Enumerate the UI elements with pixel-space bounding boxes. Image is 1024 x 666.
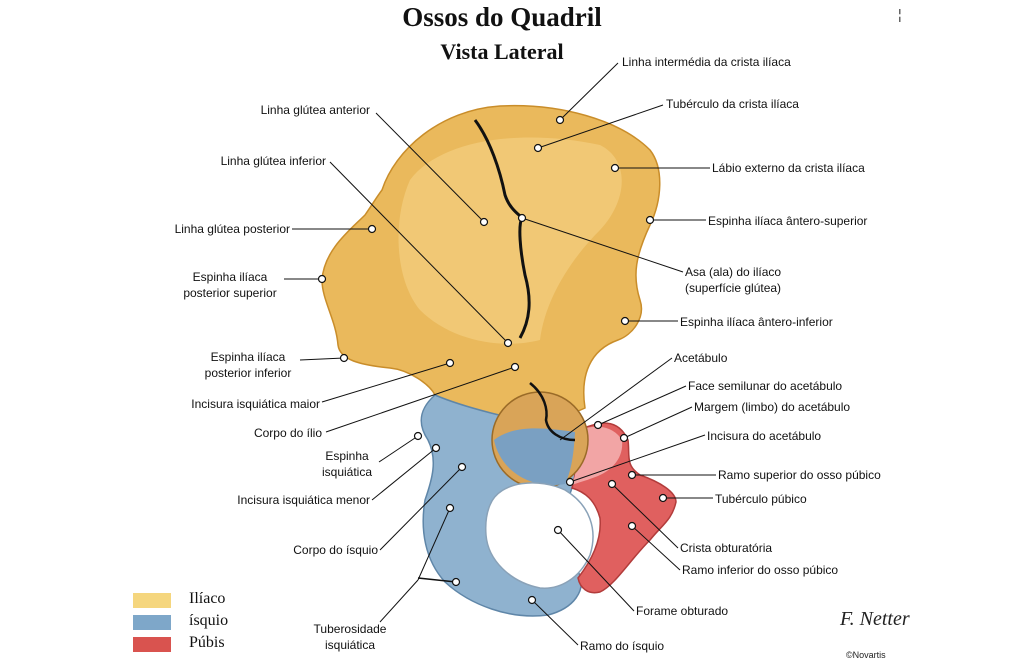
label-espinha-posterior-inferior-line2: posterior inferior	[204, 366, 292, 380]
label-espinha-isquiatica-line1: Espinha	[325, 449, 369, 463]
label-asa-line1: Asa (ala) do ilíaco	[685, 265, 782, 279]
label-corpo-ilio: Corpo do ílio	[253, 426, 322, 440]
obturator-foramen	[485, 482, 594, 589]
label-forame-obturado: Forame obturado	[636, 604, 729, 618]
artist-signature: F. Netter	[840, 608, 910, 630]
copyright-text: ©Novartis	[846, 650, 886, 660]
label-espinha-isquiatica-line2: isquiática	[321, 465, 373, 479]
legend-label-pubis: Púbis	[189, 634, 225, 651]
label-espinha-posterior-inferior-line1: Espinha ilíaca	[210, 350, 286, 364]
label-espinha-posterior-superior-line1: Espinha ilíaca	[192, 270, 268, 284]
label-face-semilunar: Face semilunar do acetábulo	[688, 379, 843, 393]
label-espinha-antero-inferior: Espinha ilíaca ântero-inferior	[680, 315, 833, 329]
label-ramo-isquio: Ramo do ísquio	[580, 639, 665, 653]
label-linha-glutea-inferior: Linha glútea inferior	[220, 154, 326, 168]
label-margem-limbo: Margem (limbo) do acetábulo	[694, 400, 851, 414]
label-labio-externo: Lábio externo da crista ilíaca	[712, 161, 865, 175]
label-asa-line2: (superfície glútea)	[685, 281, 782, 295]
label-linha-glutea-anterior: Linha glútea anterior	[260, 103, 370, 117]
label-tuberculo-pubico: Tubérculo púbico	[715, 492, 807, 506]
label-incisura-isquiatica-maior: Incisura isquiática maior	[191, 397, 320, 411]
label-tuberculo-crista: Tubérculo da crista ilíaca	[666, 97, 799, 111]
label-ramo-superior-pubico: Ramo superior do osso púbico	[718, 468, 881, 482]
gluteal-surface-shade	[398, 137, 622, 344]
leader-lines	[284, 62, 716, 646]
label-acetabulo: Acetábulo	[674, 351, 728, 365]
landmark-dots	[317, 115, 668, 605]
legend-swatch-ilium	[133, 593, 171, 608]
legend-label-ischium: ísquio	[189, 612, 229, 629]
legend-swatch-ischium	[133, 615, 171, 630]
label-espinha-antero-superior: Espinha ilíaca ântero-superior	[708, 214, 868, 228]
label-tuberosidade-line2: isquiática	[324, 638, 376, 652]
label-linha-intermedia: Linha intermédia da crista ilíaca	[622, 55, 791, 69]
diagram-subtitle: Vista Lateral	[440, 39, 564, 64]
label-incisura-acetabulo: Incisura do acetábulo	[707, 429, 822, 443]
acetabulum-inner-blue	[494, 428, 575, 486]
label-linha-glutea-posterior: Linha glútea posterior	[174, 222, 290, 236]
label-corpo-isquio: Corpo do ísquio	[293, 543, 378, 557]
label-ramo-inferior-pubico: Ramo inferior do osso púbico	[682, 563, 839, 577]
label-incisura-isquiatica-menor: Incisura isquiática menor	[237, 493, 370, 507]
legend-swatch-pubis	[133, 637, 171, 652]
label-crista-obturatoria: Crista obturatória	[680, 541, 773, 555]
ischial-tuberosity-bracket	[417, 577, 457, 583]
legend-label-ilium: Ilíaco	[189, 590, 226, 607]
label-espinha-posterior-superior-line2: posterior superior	[183, 286, 277, 300]
corner-mark: ¦	[898, 6, 902, 22]
label-tuberosidade-line1: Tuberosidade	[313, 622, 387, 636]
diagram-title: Ossos do Quadril	[402, 2, 602, 32]
